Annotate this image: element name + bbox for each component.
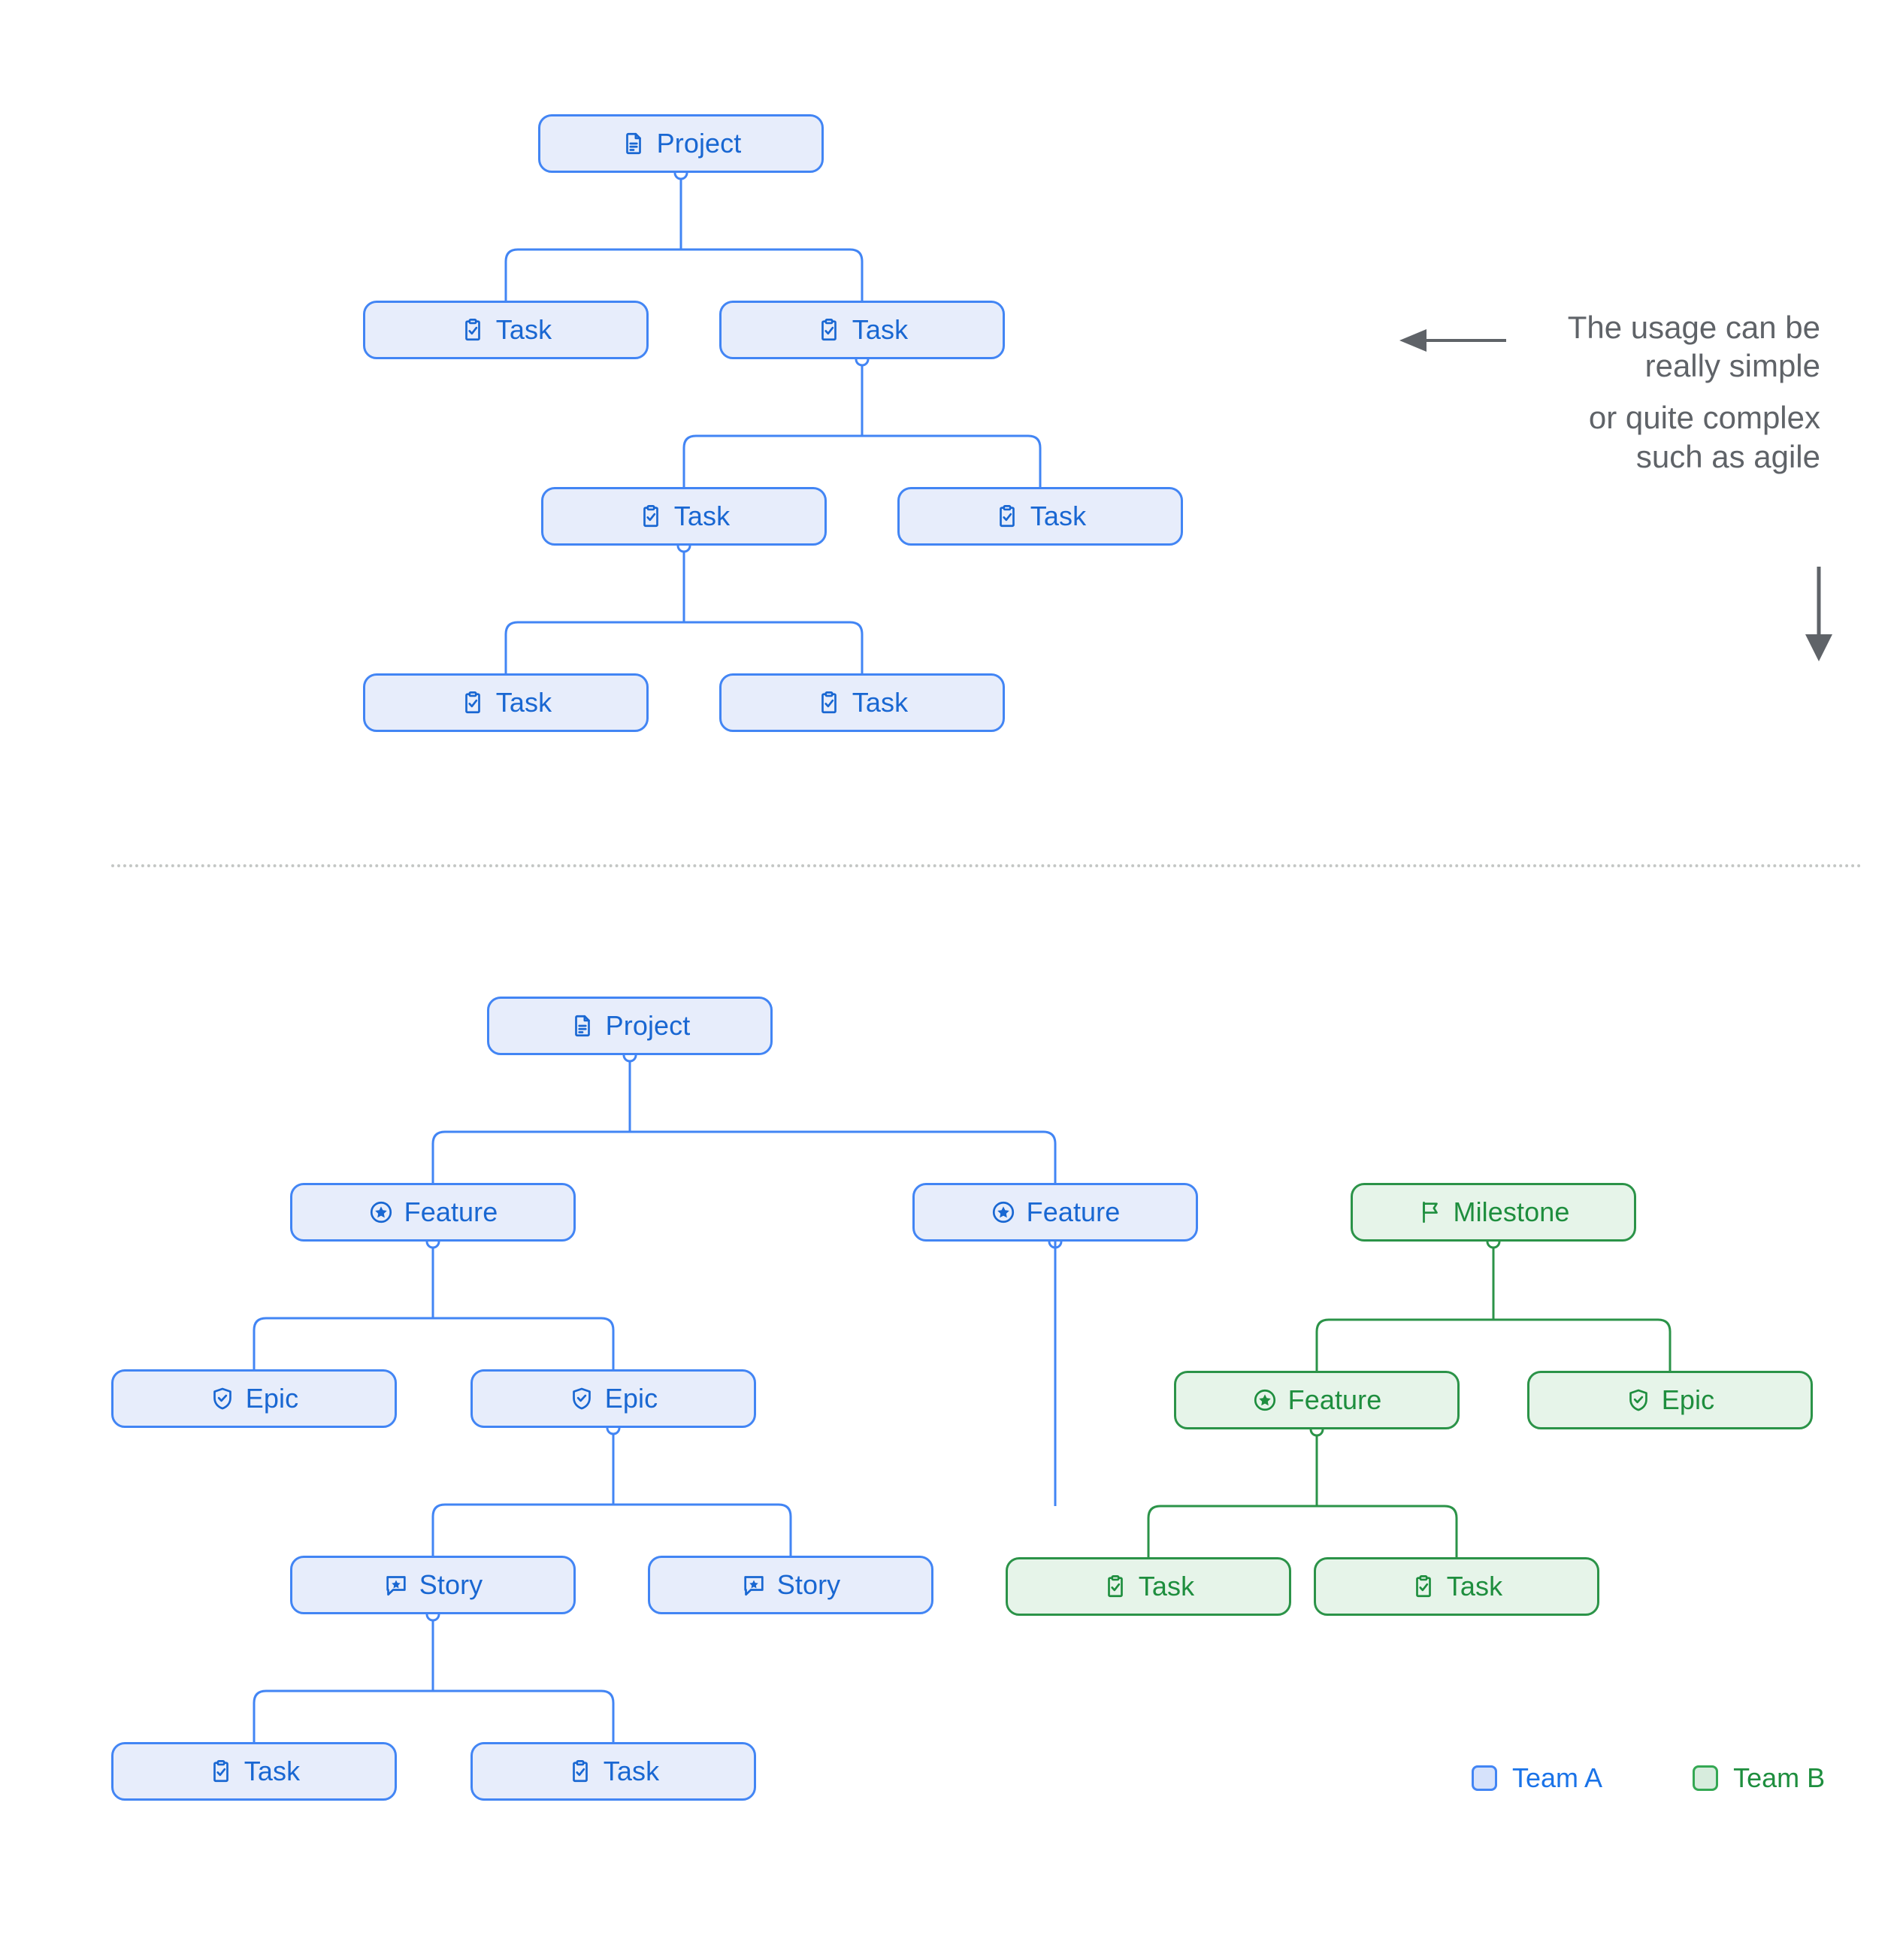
connector-path: [504, 248, 519, 301]
chat-star-icon: [741, 1572, 767, 1598]
legend-item-team-a[interactable]: Team A: [1472, 1762, 1602, 1794]
annotation-line-1: The usage can be: [1567, 310, 1820, 345]
node-task[interactable]: Task: [541, 487, 827, 546]
connector-path: [1027, 434, 1042, 487]
connector-path: [504, 621, 519, 673]
node-label: Feature: [404, 1196, 498, 1227]
node-story[interactable]: Story: [290, 1556, 576, 1614]
node-story[interactable]: Story: [648, 1556, 933, 1614]
star-circle-icon: [368, 1199, 394, 1225]
legend-item-team-b[interactable]: Team B: [1693, 1762, 1825, 1794]
shield-check-icon: [1626, 1387, 1651, 1413]
square-swatch-icon: [1693, 1765, 1719, 1791]
node-epic[interactable]: Epic: [470, 1369, 756, 1428]
document-icon: [621, 131, 646, 156]
connector-path: [1147, 1505, 1161, 1557]
flag-icon: [1417, 1199, 1443, 1225]
node-task[interactable]: Task: [363, 673, 649, 732]
connector-path: [253, 1317, 267, 1369]
connector-path: [849, 621, 864, 673]
node-label: Task: [1138, 1571, 1195, 1602]
usage-annotation: The usage can be really simple or quite …: [1568, 308, 1820, 476]
connector-path: [1315, 1318, 1330, 1371]
node-label: Task: [1446, 1571, 1503, 1602]
node-milestone[interactable]: Milestone: [1351, 1183, 1636, 1242]
clipboard-check-icon: [1103, 1574, 1128, 1599]
clipboard-check-icon: [567, 1759, 593, 1784]
clipboard-check-icon: [460, 317, 486, 343]
node-feature[interactable]: Feature: [290, 1183, 576, 1242]
clipboard-check-icon: [816, 317, 842, 343]
clipboard-check-icon: [816, 690, 842, 715]
node-label: Task: [603, 1756, 660, 1786]
node-project[interactable]: Project: [487, 997, 773, 1055]
shield-check-icon: [569, 1386, 594, 1411]
node-task[interactable]: Task: [1006, 1557, 1291, 1616]
node-task[interactable]: Task: [470, 1742, 756, 1801]
clipboard-check-icon: [1411, 1574, 1436, 1599]
node-epic[interactable]: Epic: [1527, 1371, 1813, 1429]
annotation-line-2: really simple: [1644, 348, 1820, 384]
arrow-left-icon: [1399, 329, 1506, 352]
node-label: Task: [1030, 501, 1087, 531]
node-label: Task: [852, 687, 909, 718]
legend-label: Team B: [1733, 1762, 1826, 1793]
chat-star-icon: [383, 1572, 409, 1598]
connector-path: [778, 1503, 792, 1556]
node-label: Feature: [1287, 1384, 1382, 1415]
clipboard-check-icon: [638, 504, 664, 529]
node-label: Milestone: [1453, 1196, 1570, 1227]
connector-path: [682, 434, 697, 487]
node-task[interactable]: Task: [111, 1742, 397, 1801]
node-task[interactable]: Task: [719, 673, 1005, 732]
node-label: Task: [495, 314, 552, 345]
clipboard-check-icon: [208, 1759, 234, 1784]
clipboard-check-icon: [994, 504, 1020, 529]
node-task[interactable]: Task: [363, 301, 649, 359]
document-icon: [570, 1013, 595, 1039]
connector-path: [431, 1130, 446, 1183]
node-label: Story: [776, 1569, 841, 1600]
node-feature[interactable]: Feature: [1174, 1371, 1460, 1429]
node-task[interactable]: Task: [719, 301, 1005, 359]
node-label: Task: [852, 314, 909, 345]
node-feature[interactable]: Feature: [912, 1183, 1198, 1242]
arrow-down-icon: [1805, 567, 1832, 661]
node-label: Project: [656, 128, 742, 159]
annotation-line-3: or quite complex: [1588, 400, 1820, 436]
node-epic[interactable]: Epic: [111, 1369, 397, 1428]
legend-label: Team A: [1512, 1762, 1603, 1793]
node-label: Epic: [604, 1383, 658, 1414]
node-label: Feature: [1026, 1196, 1121, 1227]
square-swatch-icon: [1472, 1765, 1497, 1791]
clipboard-check-icon: [460, 690, 486, 715]
node-label: Task: [244, 1756, 301, 1786]
node-label: Epic: [245, 1383, 299, 1414]
annotation-line-4: such as agile: [1635, 438, 1820, 474]
section-divider: [111, 864, 1862, 867]
node-label: Task: [673, 501, 731, 531]
node-label: Task: [495, 687, 552, 718]
connector-path: [849, 248, 864, 301]
node-label: Project: [605, 1010, 691, 1041]
node-label: Story: [419, 1569, 483, 1600]
node-task[interactable]: Task: [897, 487, 1183, 546]
star-circle-icon: [1252, 1387, 1278, 1413]
connector-path: [1042, 1130, 1057, 1183]
connector-path: [431, 1503, 446, 1556]
node-task[interactable]: Task: [1314, 1557, 1599, 1616]
legend: Team A Team B: [1472, 1762, 1825, 1794]
connector-path: [601, 1689, 615, 1742]
node-project[interactable]: Project: [538, 114, 824, 173]
star-circle-icon: [991, 1199, 1016, 1225]
connector-path: [1444, 1505, 1458, 1557]
connector-path: [253, 1689, 267, 1742]
shield-check-icon: [210, 1386, 235, 1411]
connector-path: [601, 1317, 615, 1369]
node-label: Epic: [1661, 1384, 1715, 1415]
connector-path: [1657, 1318, 1672, 1371]
